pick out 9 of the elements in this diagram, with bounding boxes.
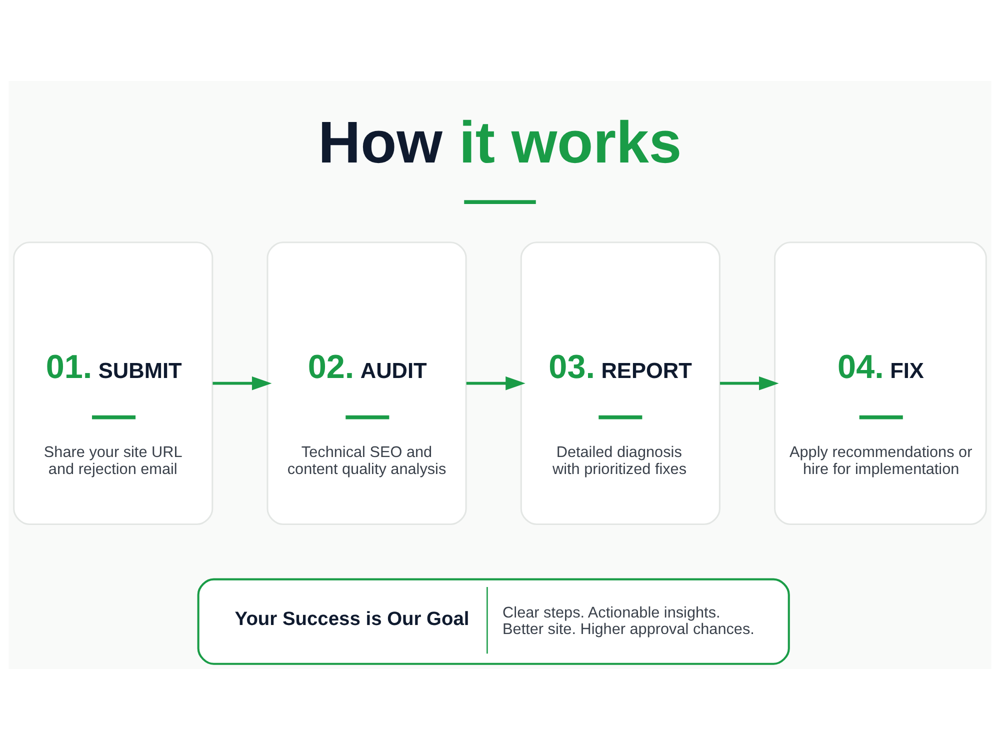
- node-box: 01. SUBMIT Share your site URL and rejection email: [13, 242, 214, 525]
- node-box: 04. FIX Apply recommendations or hire for implementation: [774, 242, 987, 525]
- node-box: Your Success is Our Goal Clear steps. Actionable insights. Better site. Higher approval chances.: [197, 578, 790, 665]
- node-box: 02. AUDIT Technical SEO and content quality analysis: [266, 242, 467, 525]
- arrow: [466, 376, 526, 390]
- arrow: [212, 376, 272, 390]
- arrow: [720, 376, 779, 390]
- diagram-title: How it works: [318, 110, 682, 176]
- node-box: 03. REPORT Detailed diagnosis with prioritized fixes: [520, 242, 720, 525]
